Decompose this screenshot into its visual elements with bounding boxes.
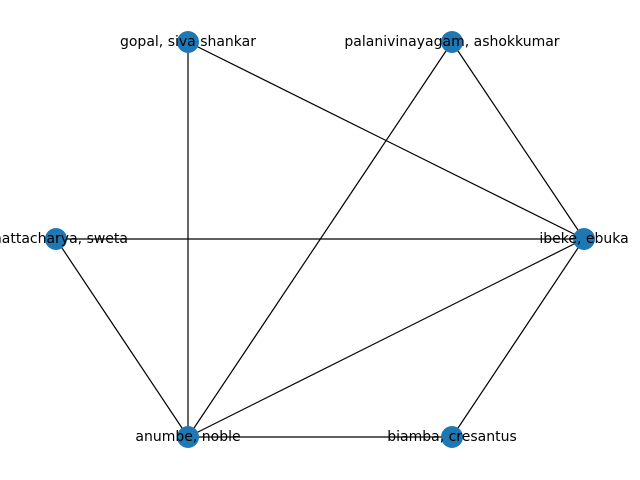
edge-ibeke-biamba — [451, 238, 585, 438]
node-bhattacharya — [45, 228, 67, 250]
node-label-palanivinayagam: palanivinayagam, ashokkumar — [344, 34, 559, 50]
node-anumbe — [177, 426, 199, 448]
edges-layer — [55, 41, 585, 438]
edge-palanivinayagam-ibeke — [451, 41, 585, 240]
node-label-ibeke: ibeke, ebuka — [539, 231, 628, 247]
node-biamba — [441, 426, 463, 448]
labels-layer: gopal, siva shankar palanivinayagam, asho… — [0, 34, 629, 445]
node-gopal — [177, 31, 199, 53]
node-ibeke — [573, 228, 595, 250]
node-label-biamba: biamba, cresantus — [387, 429, 517, 445]
node-label-anumbe: anumbe, noble — [135, 429, 240, 445]
edge-bhattacharya-anumbe — [55, 238, 189, 438]
node-palanivinayagam — [441, 31, 463, 53]
nodes-layer — [45, 31, 595, 448]
node-label-bhattacharya: bhattacharya, sweta — [0, 231, 128, 247]
node-label-gopal: gopal, siva shankar — [120, 34, 256, 50]
edge-ibeke-anumbe — [187, 238, 585, 438]
